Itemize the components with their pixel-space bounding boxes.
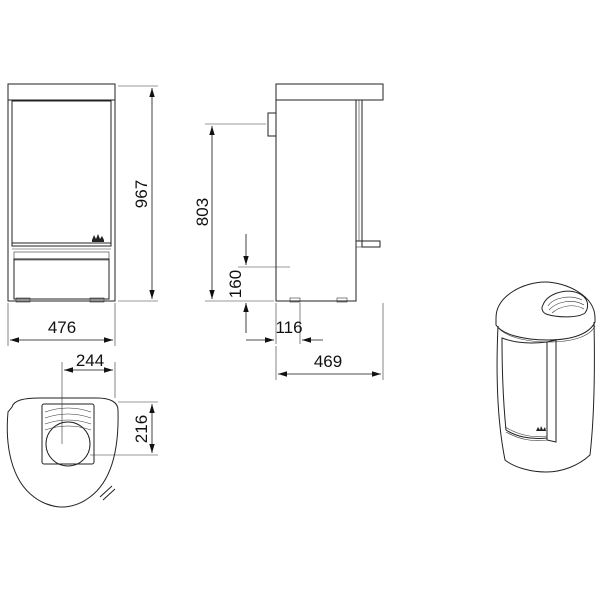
- dim-top-flue-depth-label: 216: [132, 415, 151, 443]
- dim-side-inlet-offset-label: 116: [275, 318, 302, 337]
- front-foot-right: [89, 297, 105, 303]
- dim-front-height-label: 967: [132, 180, 151, 208]
- top-grille: [41, 403, 95, 465]
- perspective-top-cap: [495, 281, 596, 341]
- front-ash-lip: [13, 251, 110, 261]
- side-foot-back: [289, 297, 301, 303]
- side-foot-front: [336, 297, 348, 303]
- perspective-view: [495, 281, 596, 473]
- dim-side-flue-height-label: 803: [193, 198, 212, 226]
- top-flue-circle: [45, 421, 91, 467]
- top-handle: [99, 485, 113, 498]
- flame-logo-icon: [92, 234, 104, 242]
- dim-side-inlet-height-label: 160: [226, 270, 245, 298]
- top-grille-slats: [44, 407, 92, 431]
- front-ash-drawer: [13, 258, 110, 300]
- top-view: [6, 397, 119, 508]
- dim-side-depth-label: 469: [314, 352, 342, 371]
- flame-logo-icon: [536, 426, 546, 431]
- side-top-cap: [275, 83, 384, 101]
- dim-side-inlet-offset: 116: [246, 303, 323, 344]
- front-body: [7, 99, 116, 302]
- side-door-handle: [361, 240, 381, 248]
- dim-front-width-label: 476: [48, 318, 76, 337]
- dim-side-flue-height: 803: [193, 123, 274, 302]
- dim-top-flue-offset-label: 244: [76, 351, 104, 370]
- dim-front-width: 476: [7, 303, 116, 346]
- front-view: [7, 83, 116, 303]
- perspective-door: [501, 337, 548, 439]
- side-view: [267, 83, 384, 303]
- perspective-body: [496, 321, 595, 473]
- perspective-grille: [541, 290, 589, 318]
- dim-top-flue-offset: 244: [61, 351, 116, 444]
- top-outline: [6, 397, 119, 508]
- dim-side-inlet-height: 160: [226, 234, 290, 333]
- perspective-door-edge: [546, 339, 557, 443]
- dim-side-depth: 469: [275, 303, 384, 380]
- side-body: [275, 99, 357, 302]
- dim-front-height: 967: [118, 85, 158, 302]
- side-flue-outlet: [267, 112, 277, 137]
- front-door: [11, 100, 112, 247]
- front-foot-left: [15, 297, 31, 303]
- front-top-cap: [7, 83, 116, 101]
- dim-top-flue-depth: 216: [90, 401, 158, 456]
